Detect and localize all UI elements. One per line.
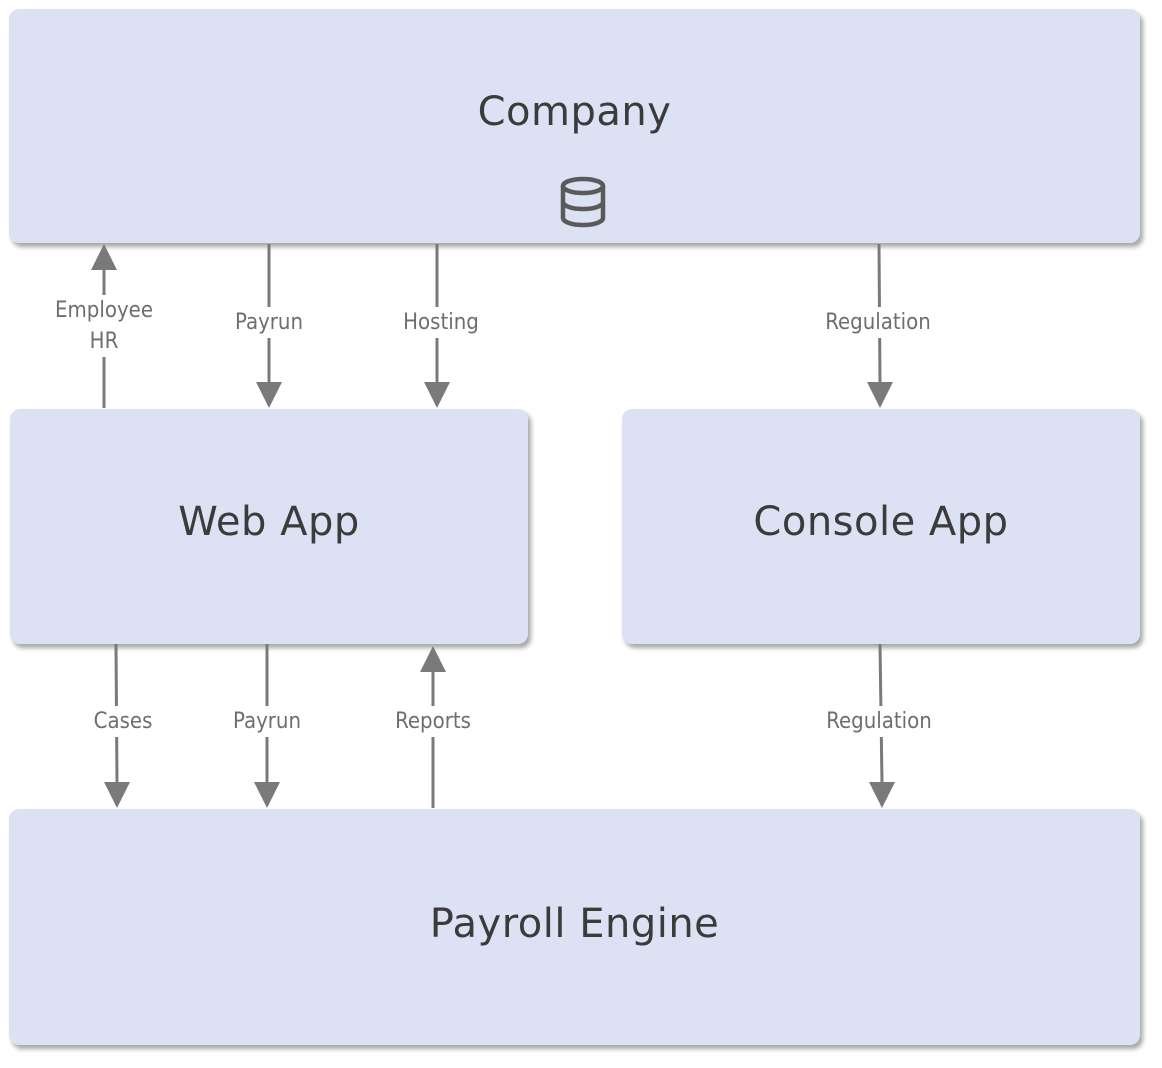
web-app-box: Web App bbox=[10, 409, 528, 644]
cases-label: Cases bbox=[91, 706, 155, 737]
regulation-bottom-arrowhead bbox=[869, 782, 895, 808]
database-icon bbox=[560, 176, 606, 228]
regulation-top-label: Regulation bbox=[823, 307, 933, 338]
hr-label: HR bbox=[89, 329, 119, 354]
reports-arrowhead bbox=[420, 646, 446, 672]
hosting-arrowhead bbox=[424, 382, 450, 408]
hosting-label: Hosting bbox=[401, 307, 481, 338]
employee-hr-label: Employee HR bbox=[52, 295, 156, 357]
cases-arrowhead bbox=[104, 782, 130, 808]
payrun-bottom-arrowhead bbox=[254, 782, 280, 808]
console-app-box: Console App bbox=[622, 409, 1140, 644]
web-app-title: Web App bbox=[178, 499, 360, 545]
payrun-top-label: Payrun bbox=[232, 307, 306, 338]
payroll-engine-title: Payroll Engine bbox=[429, 901, 720, 947]
regulation-bottom-label: Regulation bbox=[824, 706, 934, 737]
regulation-top-arrowhead bbox=[867, 382, 893, 408]
employee-label: Employee bbox=[54, 298, 154, 323]
console-app-title: Console App bbox=[753, 499, 1009, 545]
payroll-engine-box: Payroll Engine bbox=[9, 809, 1140, 1045]
payrun-bottom-label: Payrun bbox=[230, 706, 304, 737]
company-box: Company bbox=[9, 9, 1140, 243]
reports-label: Reports bbox=[393, 706, 473, 737]
company-title: Company bbox=[477, 89, 672, 135]
payrun-top-arrowhead bbox=[256, 382, 282, 408]
employee-hr-arrowhead bbox=[91, 244, 117, 270]
